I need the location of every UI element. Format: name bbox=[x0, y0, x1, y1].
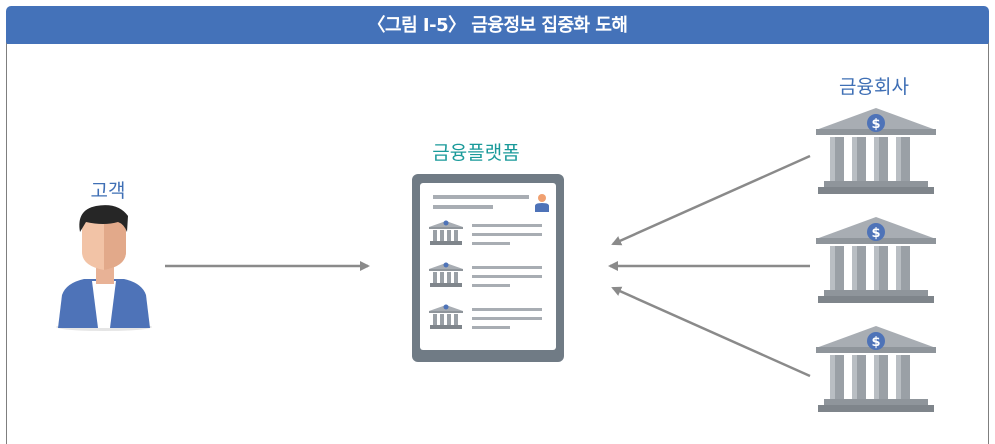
svg-text:$: $ bbox=[871, 117, 880, 132]
platform-user-avatar-icon bbox=[535, 194, 549, 212]
figure-title: 〈그림 Ⅰ-5〉 금융정보 집중화 도해 bbox=[6, 6, 989, 42]
financial-company-label: 금융회사 bbox=[839, 76, 909, 98]
diagram-canvas: $ $ $ bbox=[56, 108, 936, 412]
arrow-company1-to-platform bbox=[611, 154, 811, 246]
platform-panel-icon bbox=[412, 174, 564, 362]
bank-building-icon-1: $ bbox=[816, 108, 936, 194]
bank-building-icon-3: $ bbox=[816, 326, 936, 412]
figure-frame bbox=[6, 42, 989, 444]
customer-label: 고객 bbox=[90, 180, 126, 202]
bank-building-icon-2: $ bbox=[816, 217, 936, 303]
arrow-company3-to-platform bbox=[611, 286, 811, 378]
svg-text:$: $ bbox=[871, 226, 880, 241]
customer-person-icon bbox=[56, 205, 152, 331]
svg-text:$: $ bbox=[871, 335, 880, 350]
platform-bank-row-1 bbox=[429, 220, 542, 245]
platform-bank-row-2 bbox=[429, 262, 542, 287]
platform-label: 금융플랫폼 bbox=[432, 142, 520, 164]
platform-bank-row-3 bbox=[429, 304, 542, 329]
